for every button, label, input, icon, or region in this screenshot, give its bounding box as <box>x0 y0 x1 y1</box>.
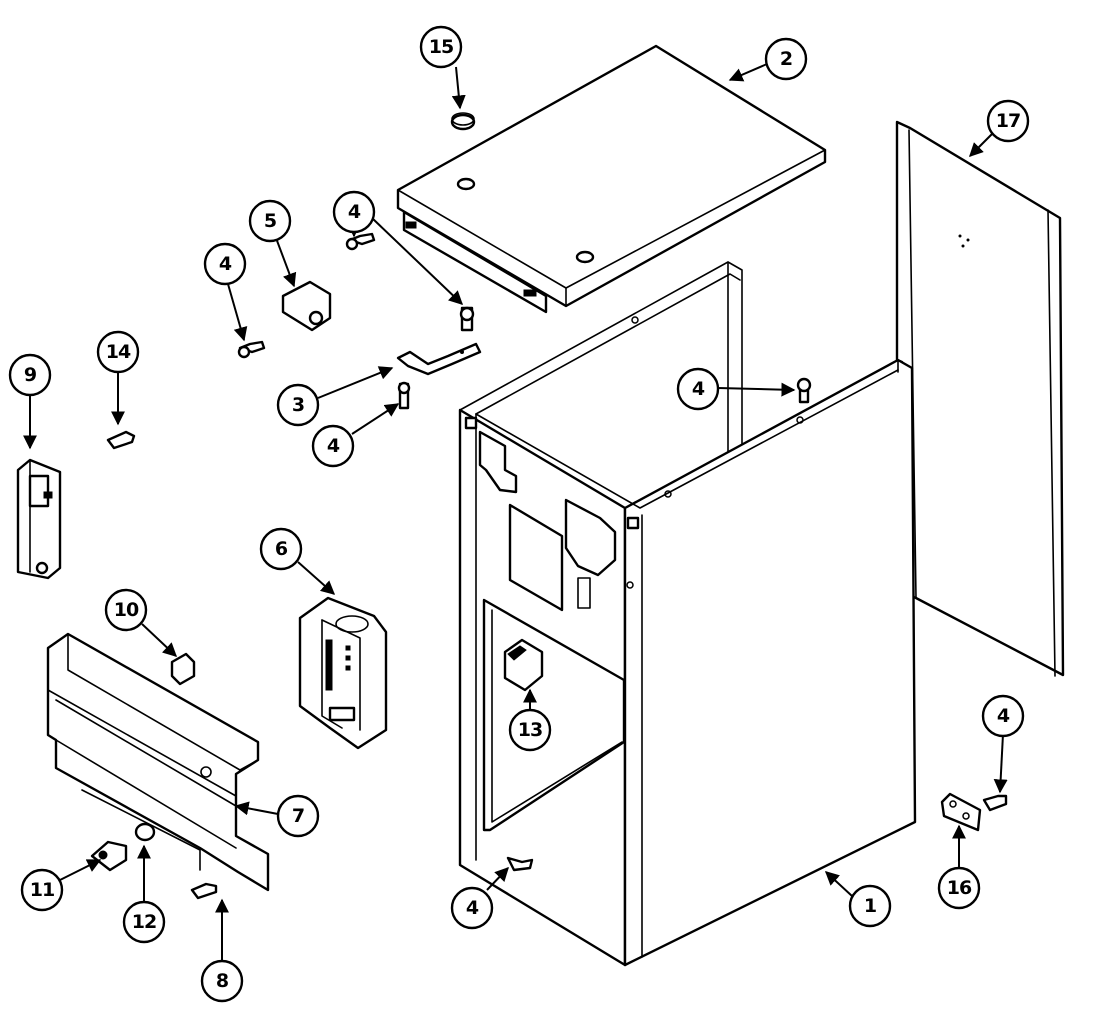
spacer-part <box>134 822 156 842</box>
callout-7: 7 <box>276 794 320 838</box>
callout-label: 7 <box>292 805 304 827</box>
control-box-part <box>298 596 388 750</box>
callout-13: 13 <box>508 708 552 752</box>
rail-part <box>46 632 270 892</box>
callout-4: 4 <box>332 190 376 234</box>
callout-label: 5 <box>264 210 276 232</box>
plug-part <box>450 112 476 131</box>
callout-label: 4 <box>997 705 1010 727</box>
callout-label: 8 <box>216 970 229 992</box>
callout-1: 1 <box>848 884 892 928</box>
callout-15: 15 <box>419 25 463 69</box>
callout-label: 13 <box>518 719 542 741</box>
callout-label: 4 <box>466 897 479 919</box>
callout-3: 3 <box>276 383 320 427</box>
callout-5: 5 <box>248 199 292 243</box>
clip-part <box>170 652 196 686</box>
callout-label: 6 <box>275 538 288 560</box>
leader-lines <box>23 63 1008 962</box>
callout-4: 4 <box>450 886 494 930</box>
handle-part <box>16 458 62 580</box>
callout-4: 4 <box>676 367 720 411</box>
callout-label: 16 <box>947 877 972 899</box>
bracket-part <box>281 280 332 332</box>
callout-8: 8 <box>200 959 244 1003</box>
callout-label: 10 <box>114 599 139 621</box>
callout-label: 4 <box>348 201 361 223</box>
callout-label: 3 <box>292 394 304 416</box>
callout-4: 4 <box>311 424 355 468</box>
callout-label: 12 <box>132 911 156 933</box>
callout-17: 17 <box>986 99 1030 143</box>
callout-9: 9 <box>8 353 52 397</box>
screw-part <box>106 232 1008 900</box>
side-panel-part <box>895 120 1065 677</box>
callout-label: 2 <box>780 48 792 70</box>
knob-part <box>90 840 128 872</box>
callout-16: 16 <box>937 866 981 910</box>
callout-4: 4 <box>981 694 1025 738</box>
callout-label: 14 <box>106 341 131 363</box>
callout-label: 17 <box>996 110 1020 132</box>
callout-6: 6 <box>259 527 303 571</box>
callout-label: 1 <box>864 895 876 917</box>
callout-label: 15 <box>429 36 453 58</box>
strap-part <box>396 342 482 376</box>
top-cover-part <box>396 44 827 314</box>
switch-part <box>503 638 544 692</box>
callout-2: 2 <box>764 37 808 81</box>
callout-11: 11 <box>20 868 64 912</box>
callout-14: 14 <box>96 330 140 374</box>
callout-12: 12 <box>122 900 166 944</box>
plate-part <box>940 792 982 832</box>
callout-label: 4 <box>692 378 705 400</box>
callout-4: 4 <box>203 242 247 286</box>
callout-label: 9 <box>24 364 36 386</box>
callout-label: 4 <box>219 253 232 275</box>
callout-label: 11 <box>30 879 54 901</box>
callout-label: 4 <box>327 435 340 457</box>
callout-10: 10 <box>104 588 148 632</box>
